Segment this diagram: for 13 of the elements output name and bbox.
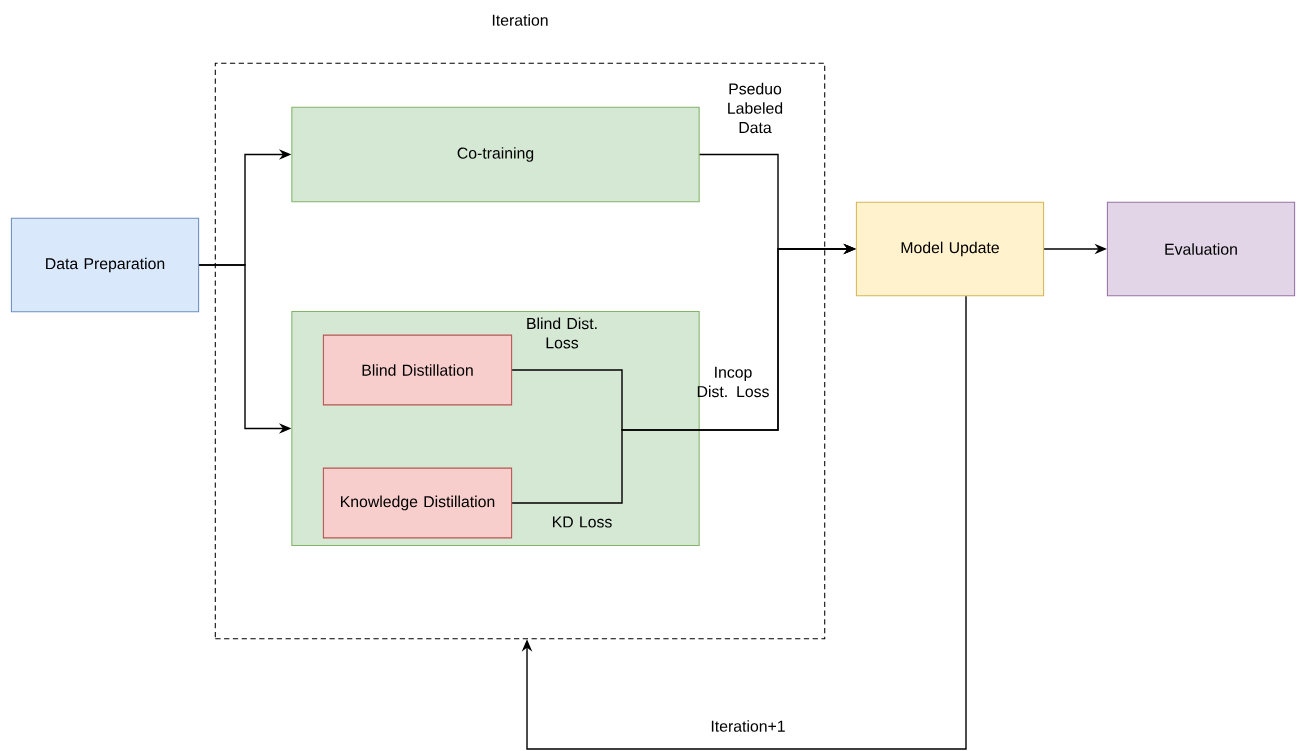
process-box: Evaluation (1106, 201, 1296, 297)
edge-label: Pseduo Labeled Data (728, 82, 783, 134)
arrow (521, 295, 967, 750)
edge-label: Blind Dist. Loss (527, 317, 597, 349)
process-box: Data Preparation (10, 217, 200, 313)
loss-label: Incop Dist. Loss (697, 366, 769, 398)
edge-label: Iteration+1 (711, 720, 785, 732)
process-box: Model Update (855, 201, 1045, 297)
process-box: Co-training (291, 106, 700, 203)
edge-label: KD Loss (553, 516, 612, 528)
process-box: Blind Distillation (322, 334, 513, 406)
frame-heading: Iteration (492, 14, 548, 26)
process-box: Knowledge Distillation (322, 467, 513, 539)
